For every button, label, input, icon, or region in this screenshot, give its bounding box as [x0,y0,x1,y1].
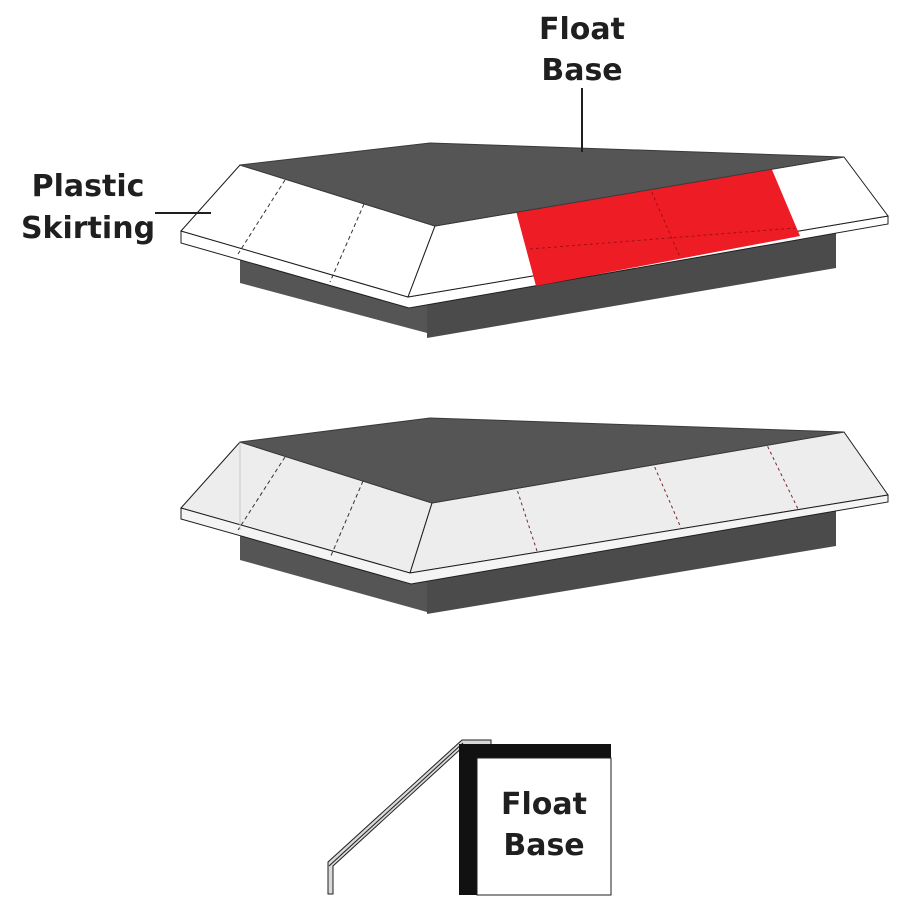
panel-seam [646,180,681,258]
float-base-block-front [427,230,836,338]
float-base-section-label: Base [503,828,584,863]
skirting-profile-inner [328,742,464,867]
float-base-block-front [427,508,836,614]
float-base-section-label: Float [501,787,587,822]
skirting-seam [649,455,682,529]
skirting-vertical-bar [459,744,477,895]
plastic-skirting-label: Skirting [21,211,155,246]
float-base-label-top: Float [539,12,625,47]
panel-seam [529,227,796,250]
float-base-top-deck [239,142,845,227]
skirting-seam [237,179,286,255]
skirting-top-bar [459,744,611,758]
skirting-seam [329,203,365,283]
float-base-top-deck [239,417,845,504]
top-float-illustration [155,88,889,338]
float-cross-section [327,739,612,896]
skirting-seam [237,456,286,531]
plastic-skirting-label: Plastic [32,169,145,204]
translucent-skirting-lower-band [180,494,889,585]
float-base-section-box [476,757,612,896]
skirting-seam [764,440,799,510]
float-base-label-top: Base [541,53,622,88]
middle-float-illustration [180,417,889,614]
